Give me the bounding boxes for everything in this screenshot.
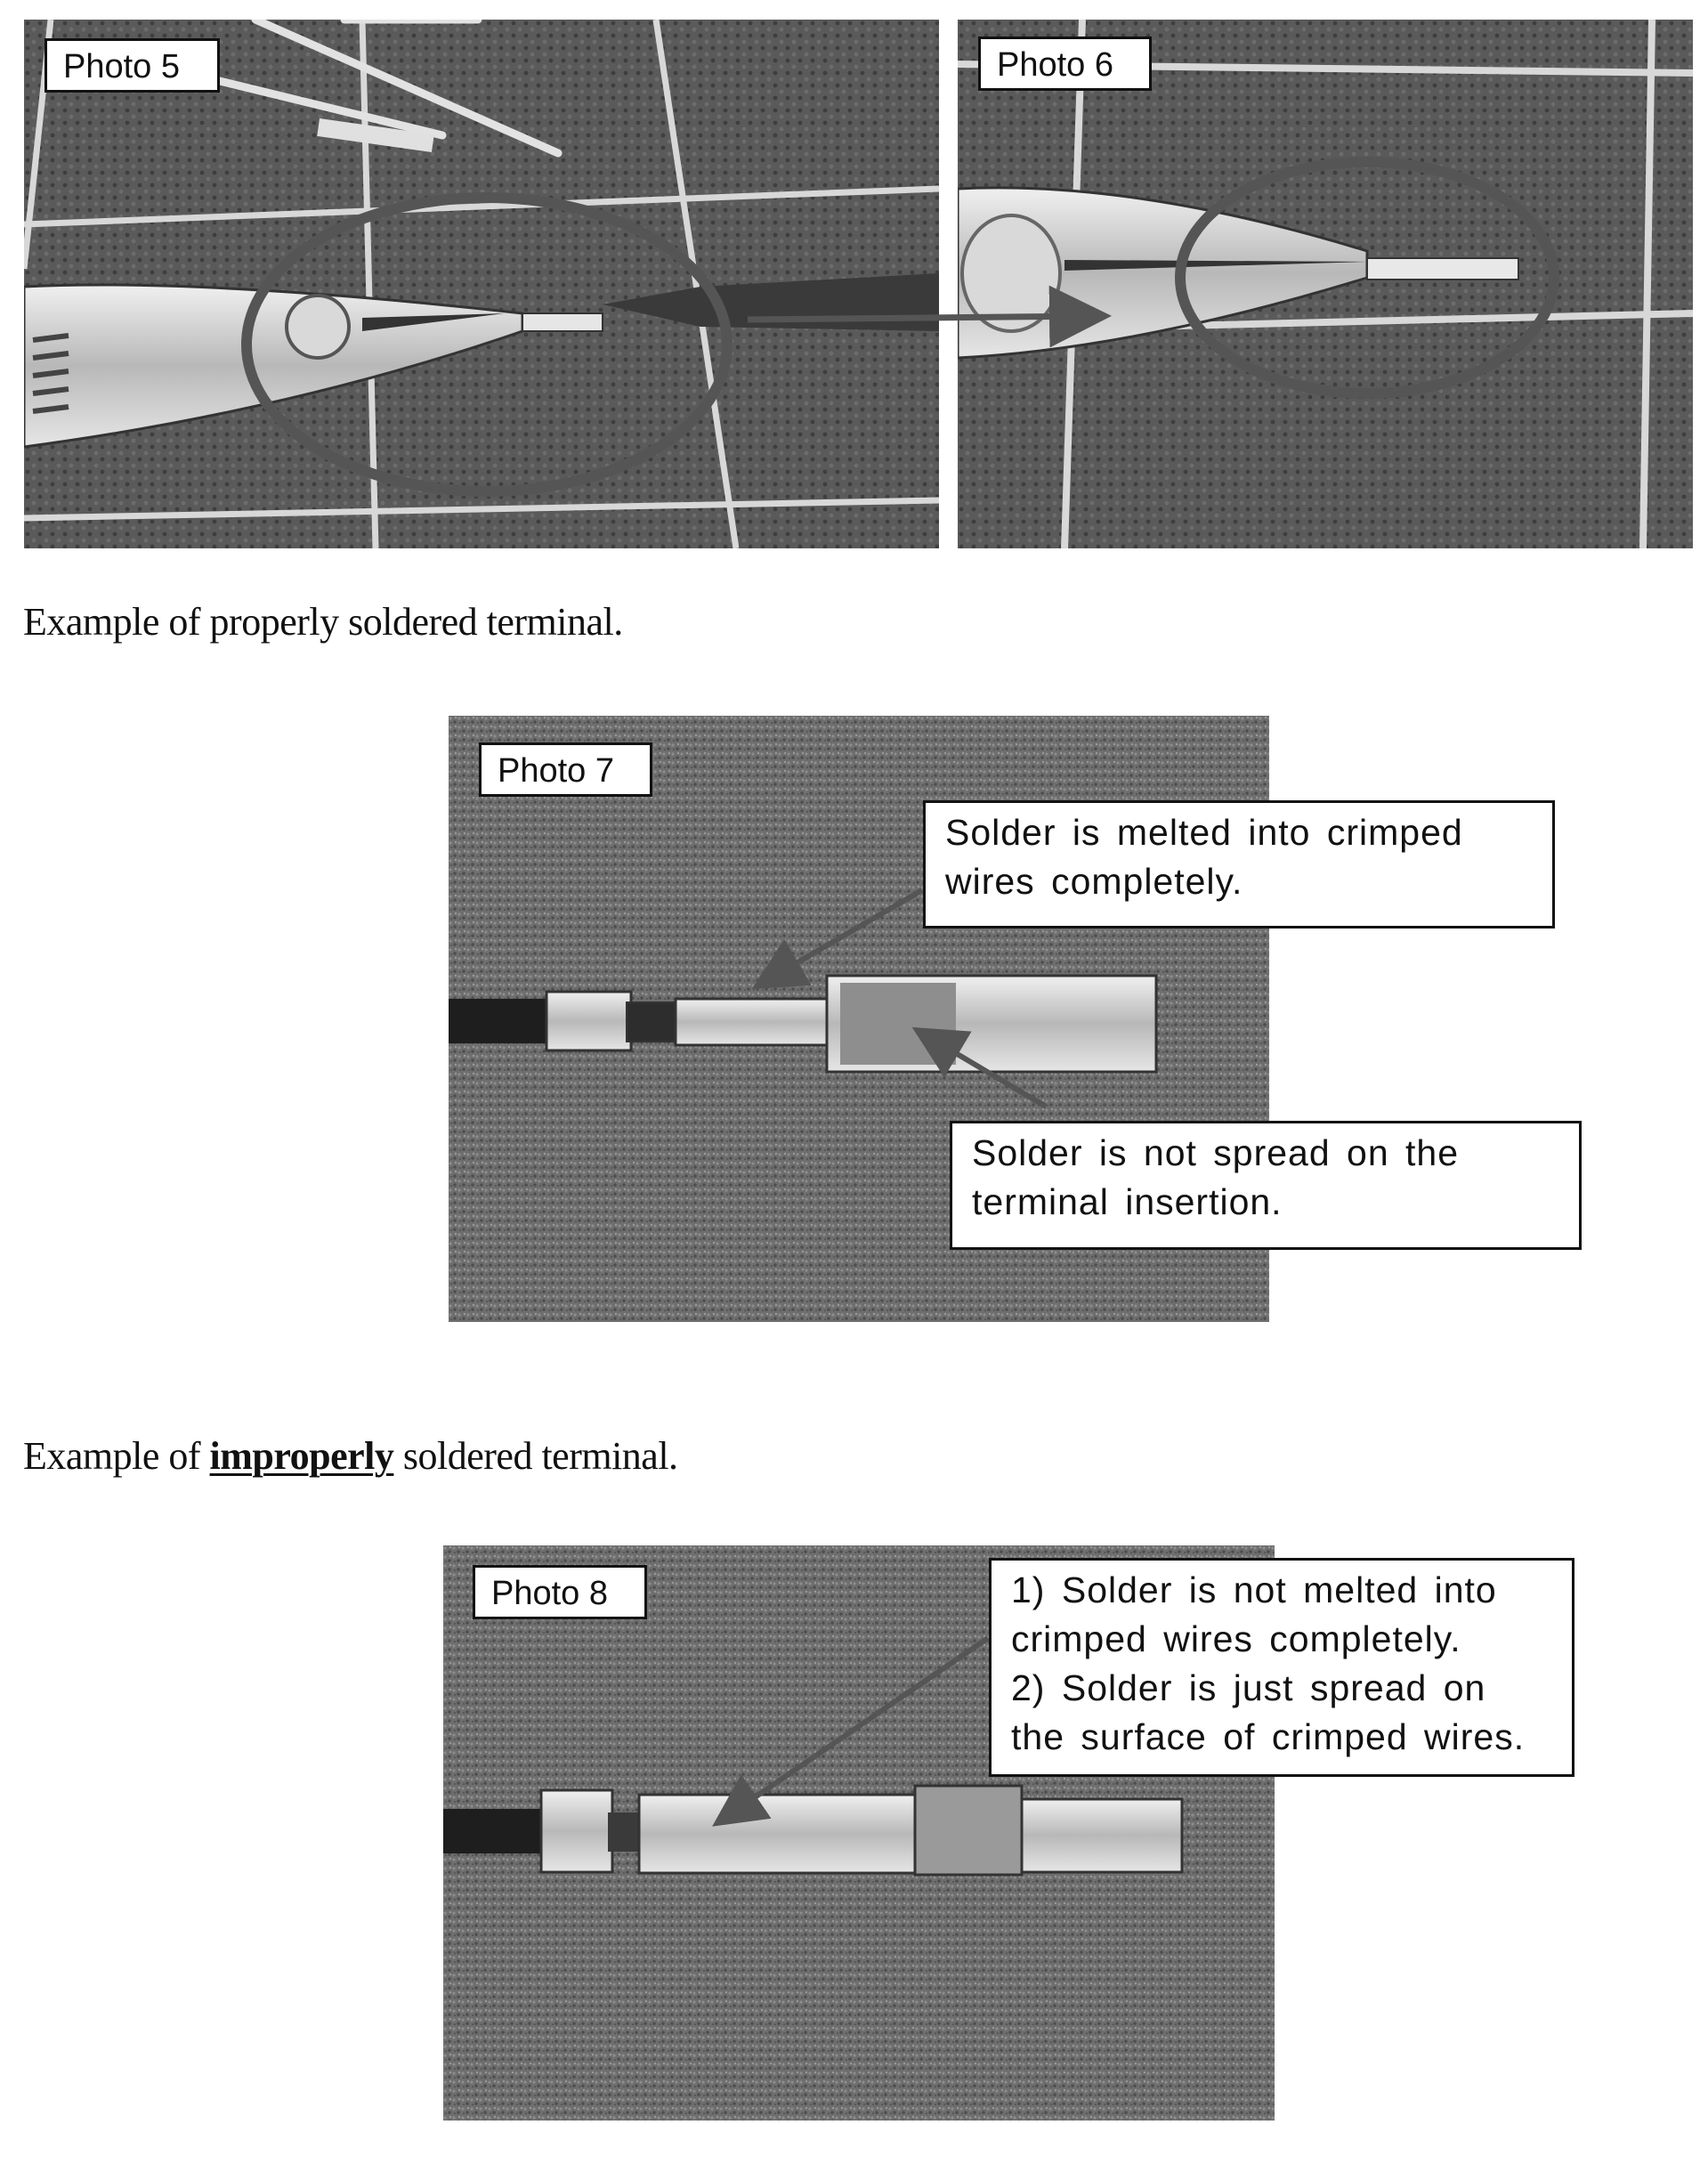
caption-improper-suffix: soldered terminal. xyxy=(393,1434,678,1478)
photo-6-label: Photo 6 xyxy=(978,36,1152,91)
photo-6: Photo 6 xyxy=(958,20,1693,548)
photo-7-callout-not-spread: Solder is not spread on the terminal ins… xyxy=(950,1121,1582,1250)
photo-5-image xyxy=(24,20,939,548)
photo-5-label: Photo 5 xyxy=(45,38,220,93)
photo-5: Photo 5 xyxy=(24,20,939,548)
caption-improperly-soldered: Example of improperly soldered terminal. xyxy=(23,1437,678,1476)
photo-6-image xyxy=(958,20,1693,548)
photo-8-callout: 1) Solder is not melted into crimped wir… xyxy=(989,1558,1574,1777)
caption-improper-emphasis: improperly xyxy=(209,1434,394,1478)
photo-8-callout-line1: 1) Solder is not melted into crimped wir… xyxy=(1011,1569,1497,1659)
photo-8: Photo 8 xyxy=(443,1545,1275,2121)
photo-7-label: Photo 7 xyxy=(479,742,652,797)
photo-8-label: Photo 8 xyxy=(473,1565,647,1619)
caption-improper-prefix: Example of xyxy=(23,1434,210,1478)
photo-8-callout-line2: 2) Solder is just spread on the surface … xyxy=(1011,1667,1526,1757)
caption-properly-soldered: Example of properly soldered terminal. xyxy=(23,600,623,644)
photo-7-callout-melted: Solder is melted into crimped wires comp… xyxy=(923,800,1555,928)
